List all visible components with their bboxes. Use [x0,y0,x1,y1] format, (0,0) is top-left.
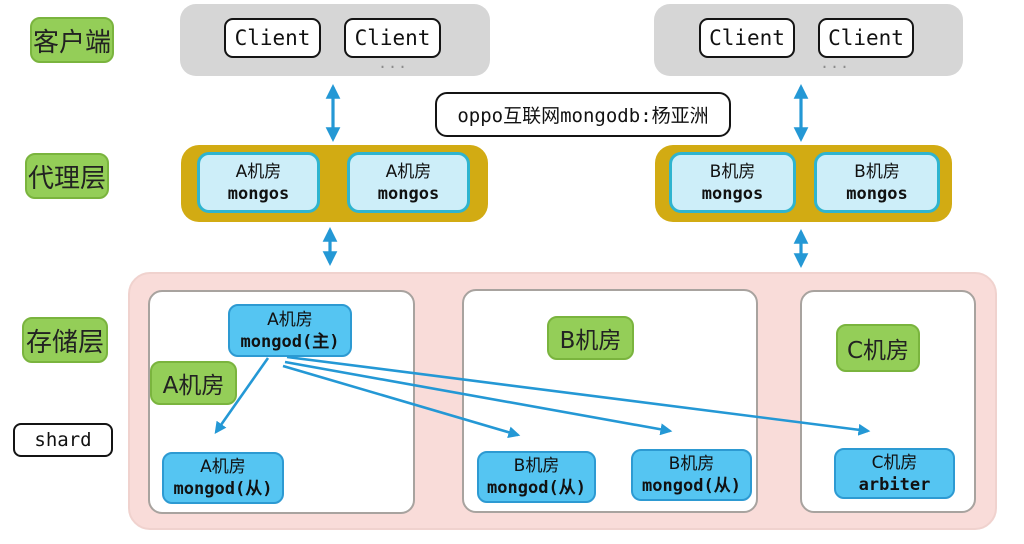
node-room-label: A机房 [200,457,246,477]
mongod-secondary-node: B机房 mongod(从) [477,451,596,503]
mongos-node: B机房 mongos [814,152,940,213]
client-node: Client [699,18,795,58]
shard-label: shard [13,423,113,457]
mongos-node: A机房 mongos [347,152,470,213]
room-a-label: A机房 [150,361,237,405]
mongos-node: A机房 mongos [197,152,320,213]
client-group-left: Client Client ... [180,4,490,76]
client-layer-label: 客户端 [30,17,114,63]
annotation-box: oppo互联网mongodb:杨亚洲 [435,92,731,137]
node-room-label: B机房 [513,456,560,476]
node-room-label: A机房 [385,161,432,182]
node-role-label: mongos [377,183,440,204]
node-role-label: mongod(主) [240,331,340,352]
more-clients-ellipsis: ... [819,54,851,72]
client-node: Client [344,18,441,58]
node-room-label: C机房 [871,452,918,473]
node-room-label: A机房 [267,309,313,330]
mongos-node: B机房 mongos [669,152,796,213]
node-room-label: B机房 [854,161,900,182]
proxy-layer-label: 代理层 [25,153,109,199]
node-role-label: mongod(从) [642,476,741,496]
client-node: Client [818,18,914,58]
node-role-label: arbiter [858,474,931,495]
proxy-group-left: A机房 mongos A机房 mongos [181,145,488,222]
client-group-right: Client Client ... [654,4,963,76]
node-room-label: B机房 [668,454,715,474]
arbiter-node: C机房 arbiter [834,448,955,499]
client-node: Client [224,18,321,58]
more-clients-ellipsis: ... [377,54,409,72]
node-room-label: B机房 [709,161,756,182]
mongod-secondary-node: B机房 mongod(从) [631,449,752,501]
proxy-group-right: B机房 mongos B机房 mongos [655,145,952,222]
node-role-label: mongod(从) [173,479,273,499]
room-b-label: B机房 [547,316,634,360]
node-role-label: mongod(从) [487,478,586,498]
node-role-label: mongos [701,183,764,204]
storage-layer-label: 存储层 [22,317,108,363]
node-role-label: mongos [227,183,290,204]
mongod-secondary-node: A机房 mongod(从) [162,452,284,504]
node-role-label: mongos [846,183,908,204]
node-room-label: A机房 [235,161,282,182]
room-c-label: C机房 [836,324,920,372]
mongod-primary-node: A机房 mongod(主) [228,304,352,357]
